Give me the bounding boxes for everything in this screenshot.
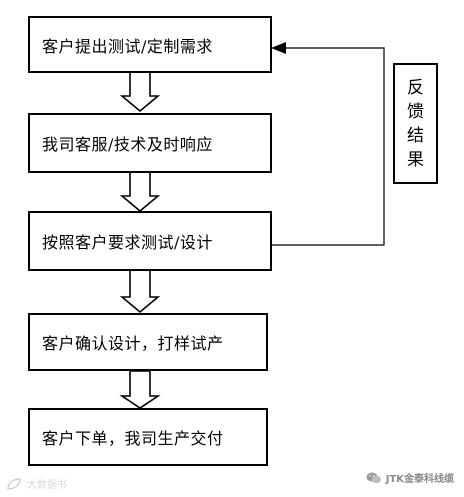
watermark-left: 大数据书 (6, 476, 67, 491)
feedback-arrowhead (271, 42, 286, 54)
step-3-box: 按照客户要求测试/设计 (28, 211, 272, 271)
down-arrow-4 (119, 370, 161, 409)
step-1-label: 客户提出测试/定制需求 (42, 36, 213, 56)
feedback-char-1: 反 (407, 77, 424, 98)
step-2-box: 我司客服/技术及时响应 (28, 113, 272, 173)
down-arrow-2 (119, 171, 161, 213)
step-4-box: 客户确认设计，打样试产 (28, 313, 268, 371)
leaf-logo-icon (7, 477, 21, 490)
feedback-char-4: 果 (407, 149, 424, 170)
feedback-char-2: 馈 (407, 101, 424, 122)
feedback-box: 反 馈 结 果 (393, 63, 438, 184)
feedback-line (271, 47, 385, 246)
watermark-right-text: JTK金泰科线缆 (385, 474, 454, 485)
watermark-right: JTK金泰科线缆 (366, 470, 454, 485)
feedback-char-3: 结 (407, 125, 424, 146)
step-4-label: 客户确认设计，打样试产 (42, 334, 224, 353)
watermark-left-text: 大数据书 (27, 480, 67, 491)
step-1-box: 客户提出测试/定制需求 (28, 16, 272, 73)
step-5-box: 客户下单，我司生产交付 (28, 408, 268, 466)
step-3-label: 按照客户要求测试/设计 (42, 233, 213, 252)
wechat-icon (366, 472, 381, 483)
step-2-label: 我司客服/技术及时响应 (42, 135, 213, 154)
down-arrow-3 (119, 269, 161, 314)
down-arrow-1 (119, 71, 161, 113)
step-5-label: 客户下单，我司生产交付 (42, 429, 224, 448)
